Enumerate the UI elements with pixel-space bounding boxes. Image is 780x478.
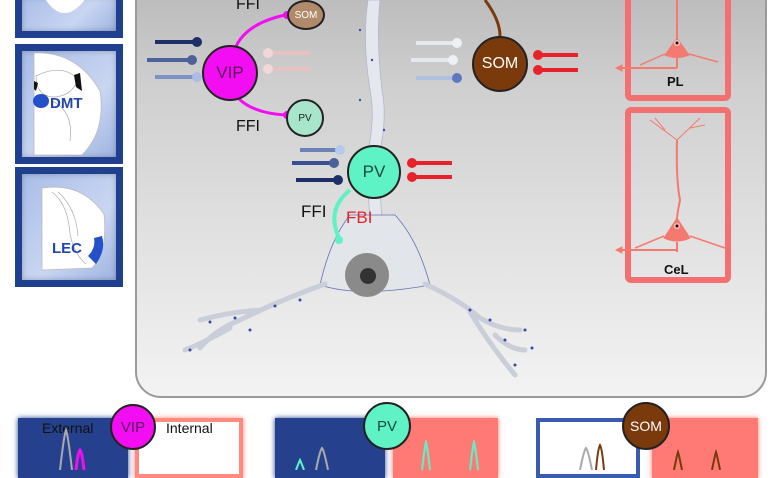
brain-slice-icon <box>41 186 106 271</box>
som-internal-spike-1 <box>673 448 683 470</box>
pv-external-inputs <box>292 145 345 185</box>
som-cell-label: SOM <box>481 55 519 72</box>
region-label-lec: LEC <box>52 240 82 257</box>
pl-neuron-icon <box>614 0 719 72</box>
pv-badge: PV <box>363 402 411 450</box>
brain-slice-dmt: DMT <box>22 51 116 157</box>
vip-cell: VIP <box>202 45 258 101</box>
pv-internal-inputs <box>407 158 452 182</box>
som-small-cell-label: SOM <box>294 9 318 21</box>
pv-small-cell: PV <box>286 99 324 137</box>
brain-slice-image <box>22 0 116 31</box>
basal-dendrite-right <box>422 281 528 378</box>
brain-slice-lec: LEC <box>22 174 116 280</box>
fbi-label: FBI <box>346 208 373 227</box>
target-label-cel: CeL <box>664 262 689 277</box>
som-badge-label: SOM <box>630 418 662 434</box>
internal-label: Internal <box>166 420 213 436</box>
ffi-label-top: FFI <box>236 0 260 13</box>
brain-panel-lec: LEC <box>15 167 123 287</box>
vip-cell-label: VIP <box>216 63 244 82</box>
ffi-label-pv: FFI <box>301 202 327 221</box>
ffi-label-bottom: FFI <box>236 118 260 135</box>
pv-internal-spike-1 <box>421 438 431 470</box>
target-label-pl: PL <box>667 74 684 89</box>
target-box-cel <box>625 107 731 283</box>
brain-panel-top <box>15 0 123 38</box>
pv-cell: PV <box>347 145 401 199</box>
region-label-dmt: DMT <box>50 95 83 112</box>
pv-badge-label: PV <box>376 417 397 435</box>
som-external-spike-brown <box>595 443 605 470</box>
vip-external-inputs <box>147 37 202 82</box>
brain-panel-dmt: DMT <box>15 44 123 164</box>
som-axon <box>483 0 502 37</box>
som-external-inputs <box>411 38 462 83</box>
spike-traces <box>59 427 721 470</box>
som-cell: SOM <box>472 36 528 92</box>
brain-slice-icon <box>33 52 102 156</box>
circuit-drawing <box>147 0 731 378</box>
vip-badge: VIP <box>110 404 156 450</box>
pv-internal-spike-2 <box>469 438 479 470</box>
external-label: External <box>42 420 94 436</box>
pv-external-spike-cyan <box>295 457 305 470</box>
vip-external-spike-gray <box>59 427 73 470</box>
pv-small-cell-label: PV <box>298 112 312 124</box>
vip-badge-label: VIP <box>120 418 146 436</box>
som-internal-inputs <box>533 50 578 75</box>
som-external-spike-gray <box>579 446 593 470</box>
nucleolus <box>360 268 376 284</box>
som-internal-spike-2 <box>711 448 721 470</box>
som-badge: SOM <box>622 402 670 450</box>
cel-neuron-icon <box>614 117 726 254</box>
dendritic-spines <box>188 28 534 367</box>
pv-cell-label: PV <box>362 162 386 181</box>
target-box-pl <box>625 0 731 101</box>
vip-external-trace-box <box>18 418 128 478</box>
vip-external-spike-magenta <box>74 447 86 470</box>
pv-external-spike-gray <box>315 446 329 470</box>
pv-to-soma-connection <box>332 188 352 241</box>
basal-dendrite-left <box>182 281 328 353</box>
som-small-cell: SOM <box>287 0 325 30</box>
vip-internal-inputs <box>263 48 310 74</box>
